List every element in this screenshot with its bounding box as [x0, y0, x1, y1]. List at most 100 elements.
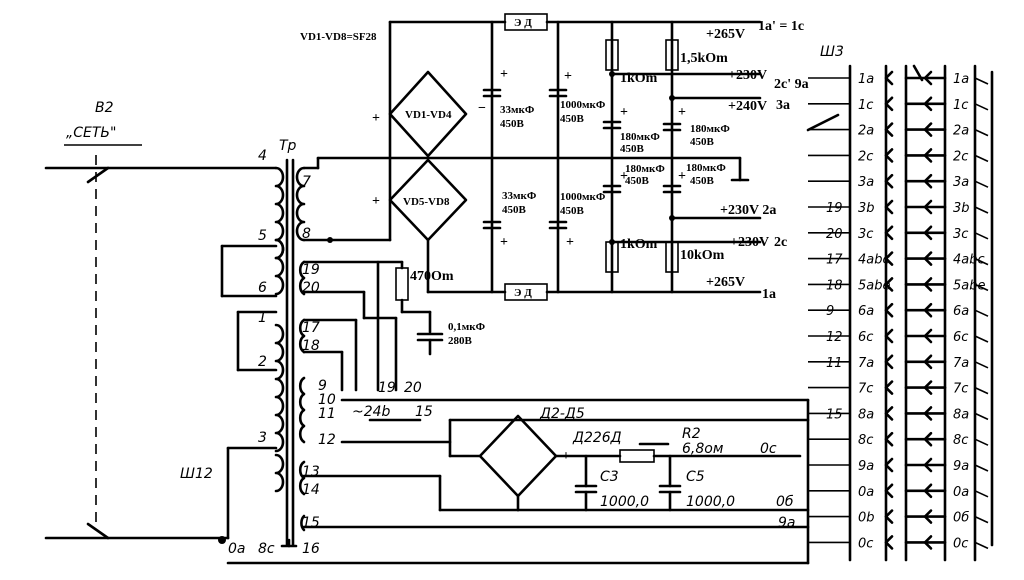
- hv-outputs: +265V 1a' = 1c +230V 2c' 9a +240V 3a +23…: [610, 19, 809, 302]
- c180-2-plus: +: [678, 105, 686, 120]
- lv-bridge-minus: −: [462, 449, 470, 464]
- c33-bot-voltage: 450В: [502, 204, 527, 216]
- c180-4-plus: +: [678, 169, 686, 184]
- connector-pin-left: 2с: [858, 149, 873, 164]
- c180-4-value: 180мкФ: [686, 162, 726, 174]
- connector-name: Ш3: [820, 44, 844, 60]
- connector-row-num: 11: [826, 356, 843, 371]
- connector-pin-right: 6а: [953, 304, 969, 319]
- pin-18: 18: [302, 338, 320, 354]
- connector-rail-link: [974, 464, 989, 472]
- diode-type-note: VD1-VD8=SF28: [300, 31, 377, 43]
- connector-pin-left: 2а: [858, 124, 874, 139]
- pin-6: 6: [258, 280, 267, 296]
- lv-out-0b: 0б: [776, 494, 794, 510]
- connector-row-num: 17: [826, 253, 843, 268]
- pin-16: 16: [302, 541, 320, 557]
- connector-chevron: [884, 302, 894, 318]
- connector-row-num: 18: [826, 278, 843, 293]
- c33-bot-plus: +: [500, 235, 508, 250]
- connector-pin-right: 1а: [953, 72, 969, 87]
- pin-1: 1: [258, 310, 267, 326]
- c180-3-plus: +: [620, 169, 628, 184]
- connector-pin-right: 4аbс: [953, 253, 985, 268]
- connector-row-num: 9: [826, 304, 834, 319]
- c01-value: 0,1мкФ: [448, 321, 486, 333]
- connector-rail-link: [974, 541, 989, 550]
- out-pin-1a1c: 1a' = 1c: [758, 19, 804, 34]
- pin-12: 12: [318, 432, 336, 448]
- bridge-1-minus: −: [478, 101, 486, 116]
- connector-pin-right: 7с: [953, 382, 968, 397]
- pin-8: 8: [302, 226, 311, 242]
- connector-rail-link: [974, 257, 989, 266]
- hv-rails: Э Д Э Д: [388, 13, 762, 301]
- connector-row-num: 19: [826, 201, 843, 216]
- connector-rail-link: [974, 206, 989, 214]
- connector-chevron: [884, 173, 894, 189]
- pin-11: 11: [318, 406, 336, 422]
- tap-20: 20: [404, 380, 422, 396]
- ed-top-label: Э Д: [514, 17, 532, 29]
- connector-rail-link: [974, 361, 989, 369]
- connector-rail-link: [974, 128, 989, 137]
- pin-7: 7: [302, 174, 311, 190]
- c180-1-value: 180мкФ: [620, 131, 660, 143]
- connector-pin-left: 8с: [858, 433, 873, 448]
- r2-name: R2: [682, 426, 701, 442]
- connector-chevron: [884, 225, 894, 241]
- c1000-top-voltage: 450В: [560, 113, 585, 125]
- out-265v-top: +265V: [706, 27, 745, 42]
- connector-pin-left: 0с: [858, 536, 873, 551]
- connector-rail-link: [974, 77, 989, 85]
- out-pin-3a: 3a: [776, 98, 790, 113]
- connector-chevron: [884, 380, 894, 395]
- bridge-2-label: VD5-VD8: [403, 196, 450, 208]
- connector-pin-right: 7а: [953, 356, 969, 371]
- connector-pin-left: 1а: [858, 72, 874, 87]
- connector-chevron: [884, 70, 894, 86]
- c01-voltage: 280В: [448, 335, 473, 347]
- bridge-1-label: VD1-VD4: [405, 109, 452, 121]
- pin-9: 9: [318, 378, 327, 394]
- r-10k: 10kOm: [680, 248, 725, 263]
- connector-pin-left: 1с: [858, 98, 873, 113]
- connector-chevron: [884, 277, 894, 292]
- bridge-plus-2: +: [372, 194, 380, 209]
- c33-top-voltage: 450В: [500, 118, 525, 130]
- connector-pin-left: 0b: [858, 511, 875, 526]
- connector-pin-left: 3b: [858, 201, 875, 216]
- lv-secondary-wiring: ~24b 15: [302, 318, 810, 444]
- sh12-pin-0a: 0а: [228, 541, 246, 557]
- c180-3-voltage: 450В: [625, 175, 650, 187]
- connector-chevron: [884, 251, 894, 266]
- connector-pin-left: 7с: [858, 382, 873, 397]
- pin-8c: 8с: [258, 541, 275, 557]
- c1000-bot-plus: +: [566, 235, 574, 250]
- connector-chevron: [884, 483, 894, 499]
- connector-pin-right: 8с: [953, 433, 968, 448]
- connector-pin-right: 1с: [953, 98, 968, 113]
- c3-name: С3: [600, 469, 619, 485]
- out-230v-2a: +230V 2a: [720, 203, 776, 218]
- switch-caption: „СЕТЬ": [66, 125, 116, 141]
- connector-row-num: 20: [826, 227, 843, 242]
- c5-name: С5: [686, 469, 705, 485]
- hv-capacitors: + + 33мкФ 450В 33мкФ 450В + + 1000мкФ 45…: [482, 20, 606, 294]
- bridge-vd1-vd4: VD1-VD4 −: [388, 70, 486, 158]
- connector-sh12-label: Ш12: [180, 466, 213, 482]
- tap-15: 15: [415, 404, 433, 420]
- r-1k-bottom: 1kOm: [620, 237, 658, 252]
- connector-rail-link: [974, 412, 989, 421]
- connector-chevron: [884, 431, 894, 447]
- c180-4-voltage: 450В: [690, 175, 715, 187]
- connector-rail-link: [974, 515, 989, 524]
- connector-pin-left: 8а: [858, 407, 874, 422]
- connector-chevron: [884, 509, 894, 524]
- lv-rectifier: − + Д2-Д5 Д226Д R2 6,8ом С3 1000,0 С5 10…: [226, 398, 810, 565]
- out-230v-2c9a: +230V: [728, 68, 767, 83]
- connector-pin-left: 0а: [858, 485, 874, 500]
- connector-pin-right: 3а: [953, 175, 969, 190]
- connector-pin-left: 7а: [858, 356, 874, 371]
